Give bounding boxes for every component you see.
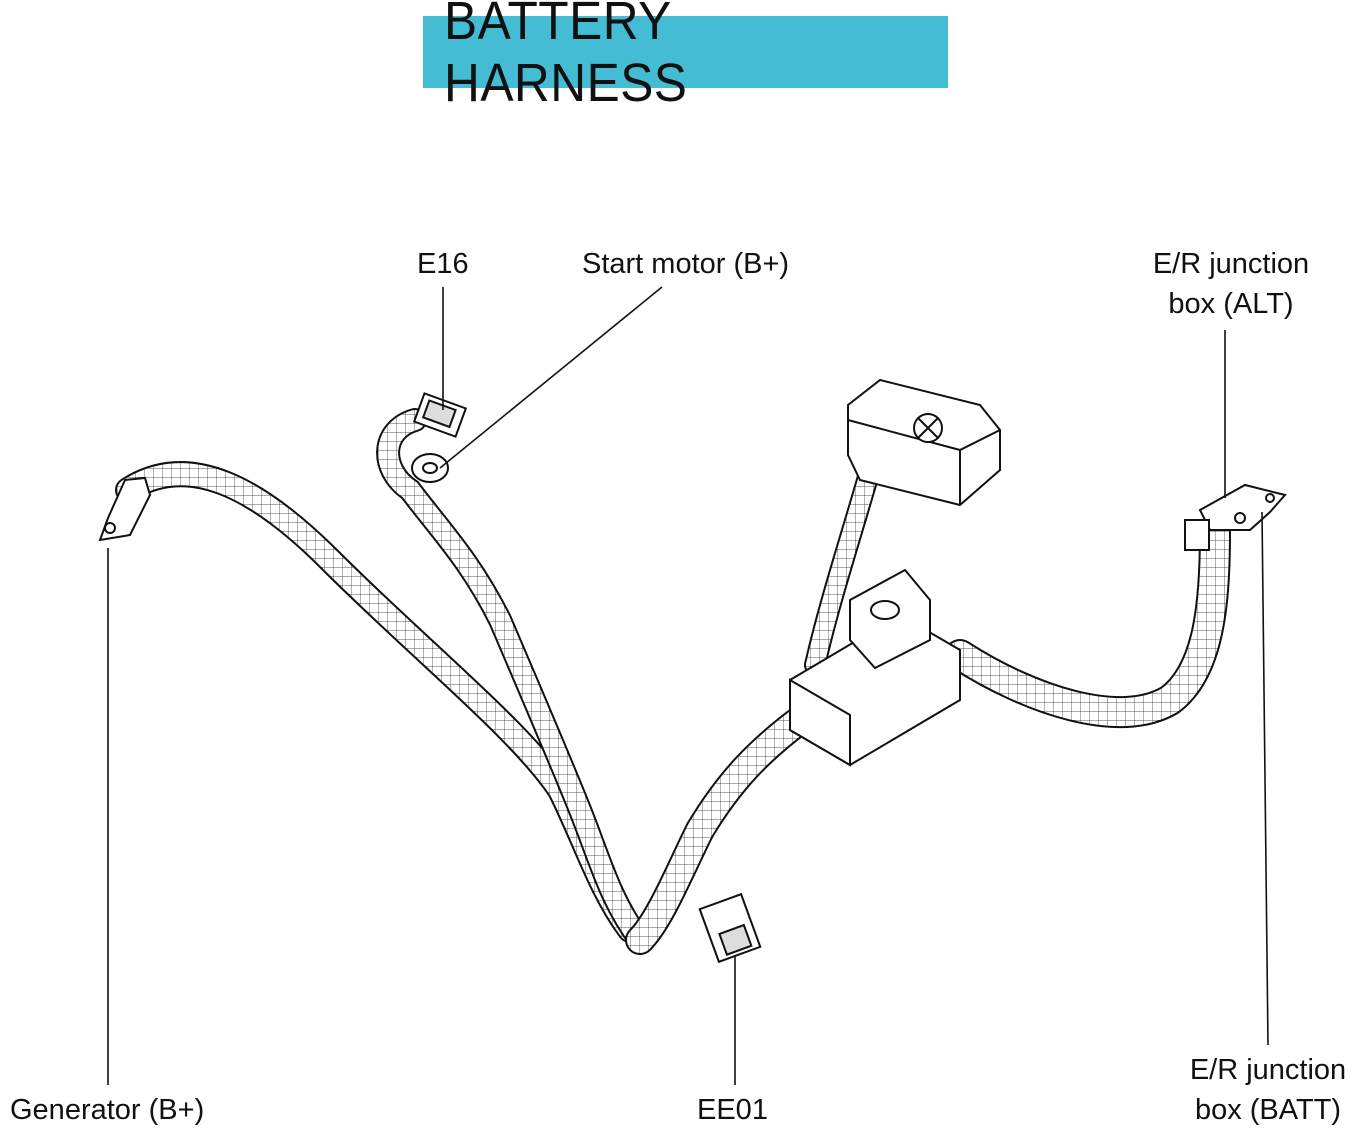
label-er-junction-alt: E/R junction box (ALT): [1145, 244, 1317, 324]
label-er-junction-alt-line2: box (ALT): [1168, 288, 1294, 320]
start-motor-branch-cable: [376, 408, 652, 952]
label-e16: E16: [417, 248, 469, 280]
ee01-connector: [698, 892, 762, 964]
leader-lines: [107, 286, 1269, 1085]
label-er-junction-batt-line1: E/R junction: [1189, 1054, 1347, 1086]
battery-terminal-cover: [847, 378, 1001, 507]
leader-start-motor: [439, 286, 663, 469]
start-motor-terminal: [411, 453, 449, 483]
label-er-junction-alt-line1: E/R junction: [1152, 248, 1310, 280]
label-er-junction-batt: E/R junction box (BATT): [1182, 1050, 1354, 1130]
generator-terminal: [98, 476, 152, 542]
label-start-motor: Start motor (B+): [582, 248, 790, 280]
label-generator: Generator (B+): [10, 1094, 205, 1126]
leader-er-junction-batt: [1261, 511, 1269, 1046]
junction-box-branch-cable: [944, 514, 1231, 728]
title-banner: BATTERY HARNESS: [423, 0, 948, 113]
label-ee01: EE01: [697, 1094, 768, 1126]
label-er-junction-batt-line2: box (BATT): [1194, 1094, 1342, 1126]
diagram-title: BATTERY HARNESS: [444, 0, 688, 113]
fusible-link-block: [789, 568, 961, 767]
main-bundle-cable: [625, 705, 815, 955]
e16-connector: [412, 392, 468, 438]
er-junction-terminals: [1184, 483, 1287, 551]
battery-terminal-branch-cable: [804, 459, 881, 676]
generator-branch-cable: [115, 461, 643, 943]
